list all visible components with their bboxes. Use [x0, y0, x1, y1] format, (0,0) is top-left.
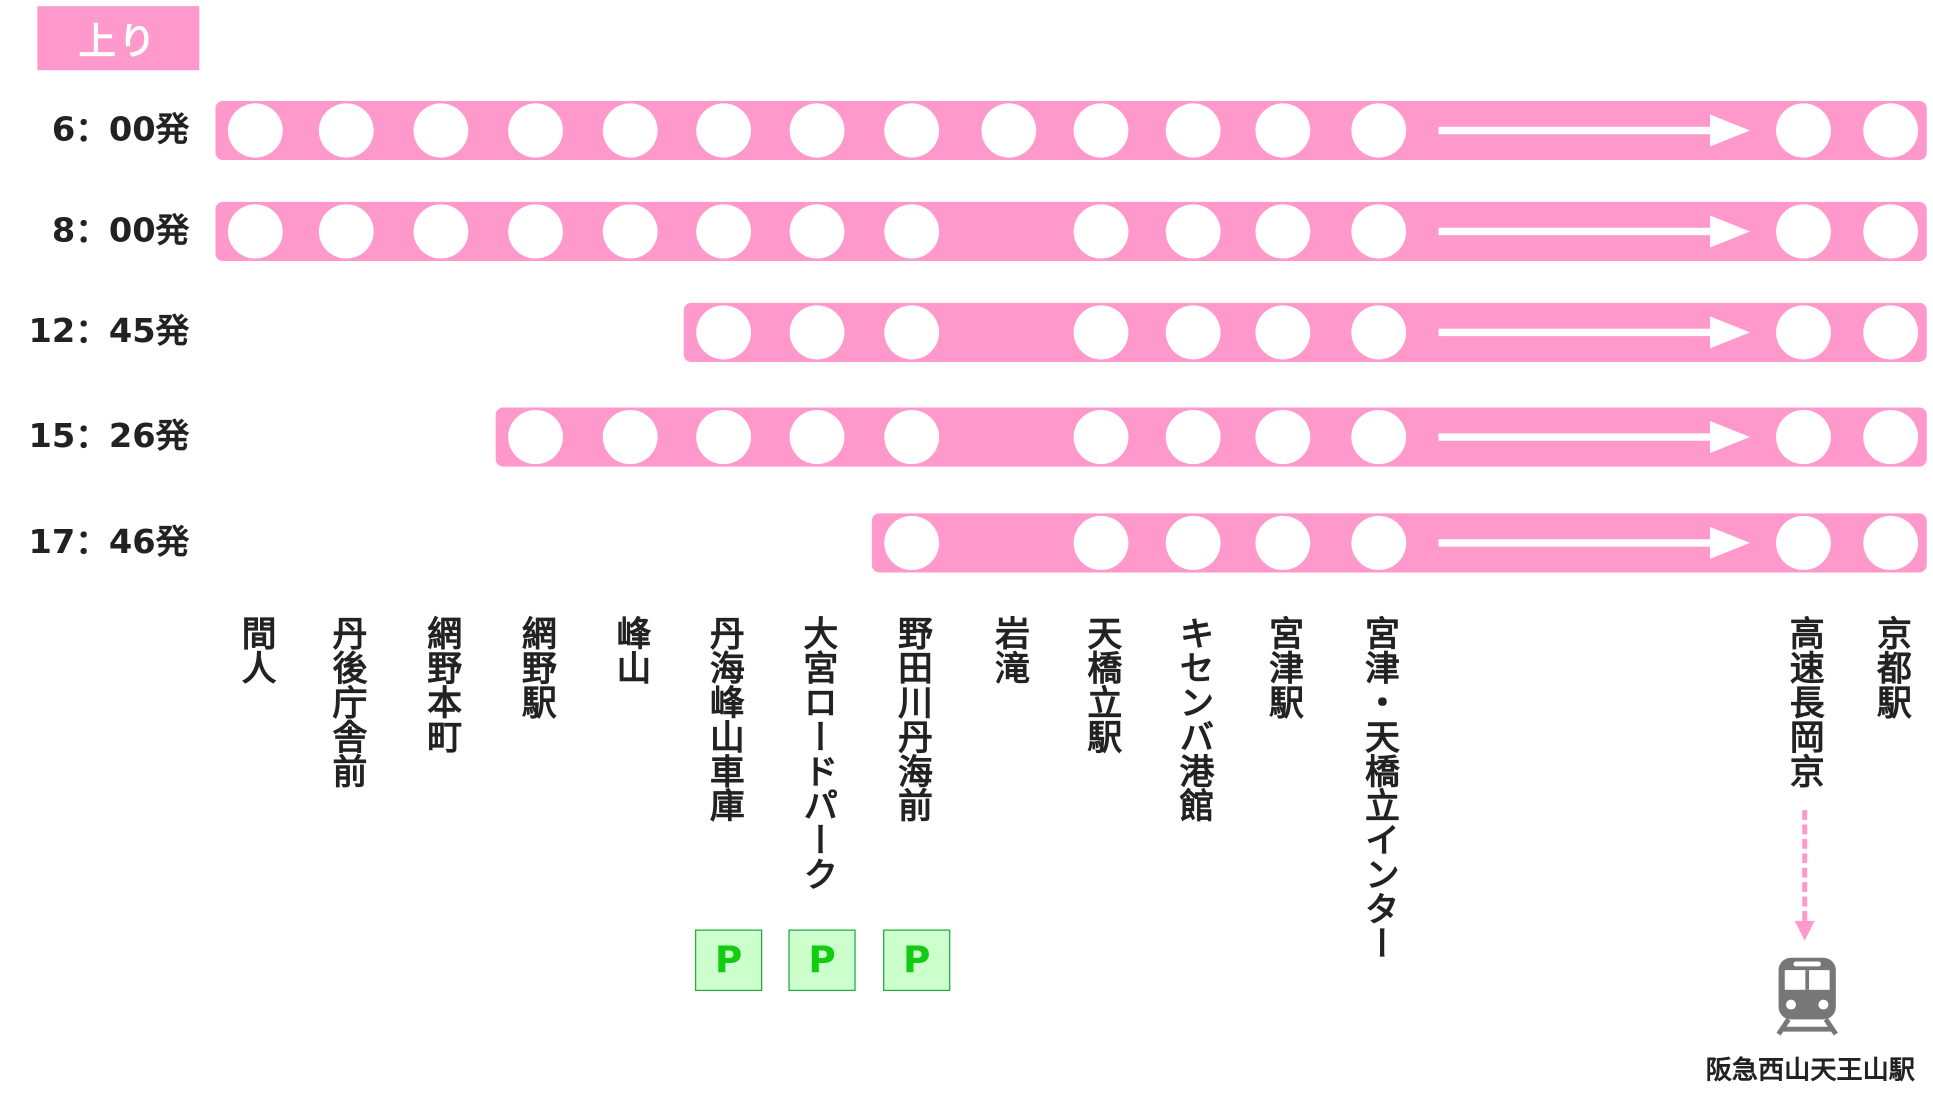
- stop-marker: [1165, 103, 1221, 158]
- stop-marker: [1073, 204, 1129, 259]
- stop-marker: [1165, 409, 1221, 465]
- stop-marker: [508, 409, 563, 465]
- station-label: キセンバ港館: [1174, 615, 1216, 823]
- stop-marker: [1073, 103, 1129, 158]
- stop-marker: [413, 204, 469, 259]
- transfer-connector: [1802, 810, 1808, 921]
- stop-marker: [318, 204, 374, 259]
- parking-icon: P: [694, 929, 763, 992]
- express-arrow-icon: [1438, 215, 1750, 248]
- stop-marker: [1351, 409, 1407, 465]
- station-label: 大宮ロードパーク: [798, 615, 840, 892]
- stop-marker: [602, 103, 658, 158]
- stop-marker: [1863, 409, 1919, 465]
- stop-marker: [884, 305, 940, 360]
- stop-marker: [1073, 305, 1129, 360]
- stop-marker: [696, 204, 752, 259]
- stop-marker: [227, 103, 283, 158]
- parking-icon: P: [883, 929, 951, 992]
- stop-marker: [1255, 103, 1311, 158]
- departure-time: 6：00発: [51, 110, 190, 149]
- departure-time: 12：45発: [28, 312, 190, 351]
- station-label: 丹海峰山車庫: [704, 615, 747, 823]
- stop-marker: [789, 204, 845, 259]
- station-label: 宮津駅: [1264, 615, 1306, 719]
- station-label: 岩滝: [990, 615, 1032, 685]
- stop-marker: [789, 103, 845, 158]
- stop-marker: [1165, 305, 1221, 360]
- stop-marker: [789, 409, 845, 465]
- stop-marker: [696, 305, 752, 360]
- transfer-arrowhead: [1794, 920, 1815, 941]
- stop-marker: [1351, 515, 1407, 571]
- transfer-destination-label: 阪急西山天王山駅: [1705, 1055, 1915, 1085]
- stop-marker: [1073, 409, 1129, 465]
- stop-marker: [1776, 409, 1831, 465]
- stop-marker: [1776, 204, 1831, 259]
- stop-marker: [1776, 103, 1831, 158]
- stop-marker: [1351, 305, 1407, 360]
- stop-marker: [227, 204, 283, 259]
- express-arrow-icon: [1438, 526, 1750, 559]
- stop-marker: [1776, 515, 1831, 571]
- express-arrow-icon: [1438, 114, 1750, 147]
- express-arrow-icon: [1438, 421, 1750, 454]
- stop-marker: [696, 409, 752, 465]
- stop-marker: [1073, 515, 1129, 571]
- stop-marker: [602, 204, 658, 259]
- station-label: 宮津・天橋立インター: [1360, 615, 1402, 961]
- stop-marker: [1255, 409, 1311, 465]
- direction-badge: 上り: [37, 6, 200, 71]
- stop-marker: [884, 103, 940, 158]
- stop-marker: [602, 409, 658, 465]
- stop-marker: [1863, 204, 1919, 259]
- stop-marker: [1255, 305, 1311, 360]
- stop-marker: [1165, 204, 1221, 259]
- departure-time: 17：46発: [28, 523, 190, 562]
- stop-marker: [413, 103, 469, 158]
- stop-marker: [981, 103, 1037, 158]
- stop-marker: [508, 204, 563, 259]
- stop-marker: [1165, 515, 1221, 571]
- stop-marker: [1255, 515, 1311, 571]
- train-icon: [1776, 957, 1838, 1036]
- stop-marker: [1776, 305, 1831, 360]
- stop-marker: [1863, 515, 1919, 571]
- station-label: 天橋立駅: [1082, 615, 1124, 754]
- parking-icon: P: [788, 929, 856, 992]
- departure-time: 8：00発: [51, 211, 190, 250]
- stop-marker: [884, 515, 940, 571]
- stop-marker: [318, 103, 374, 158]
- station-label: 京都駅: [1871, 615, 1914, 719]
- station-label: 丹後庁舎前: [327, 615, 369, 788]
- stop-marker: [1863, 305, 1919, 360]
- station-label: 網野駅: [516, 615, 558, 719]
- stop-marker: [1863, 103, 1919, 158]
- station-label: 網野本町: [422, 615, 464, 754]
- station-label: 峰山: [611, 615, 653, 685]
- stop-marker: [696, 103, 752, 158]
- stop-marker: [1351, 103, 1407, 158]
- stop-marker: [884, 204, 940, 259]
- station-label: 高速長岡京: [1784, 615, 1826, 788]
- departure-time: 15：26発: [28, 417, 190, 456]
- express-arrow-icon: [1438, 316, 1750, 349]
- stop-marker: [1351, 204, 1407, 259]
- stop-marker: [789, 305, 845, 360]
- stop-marker: [884, 409, 940, 465]
- station-label: 間人: [236, 615, 278, 685]
- stop-marker: [508, 103, 563, 158]
- station-label: 野田川丹海前: [893, 615, 935, 823]
- stop-marker: [1255, 204, 1311, 259]
